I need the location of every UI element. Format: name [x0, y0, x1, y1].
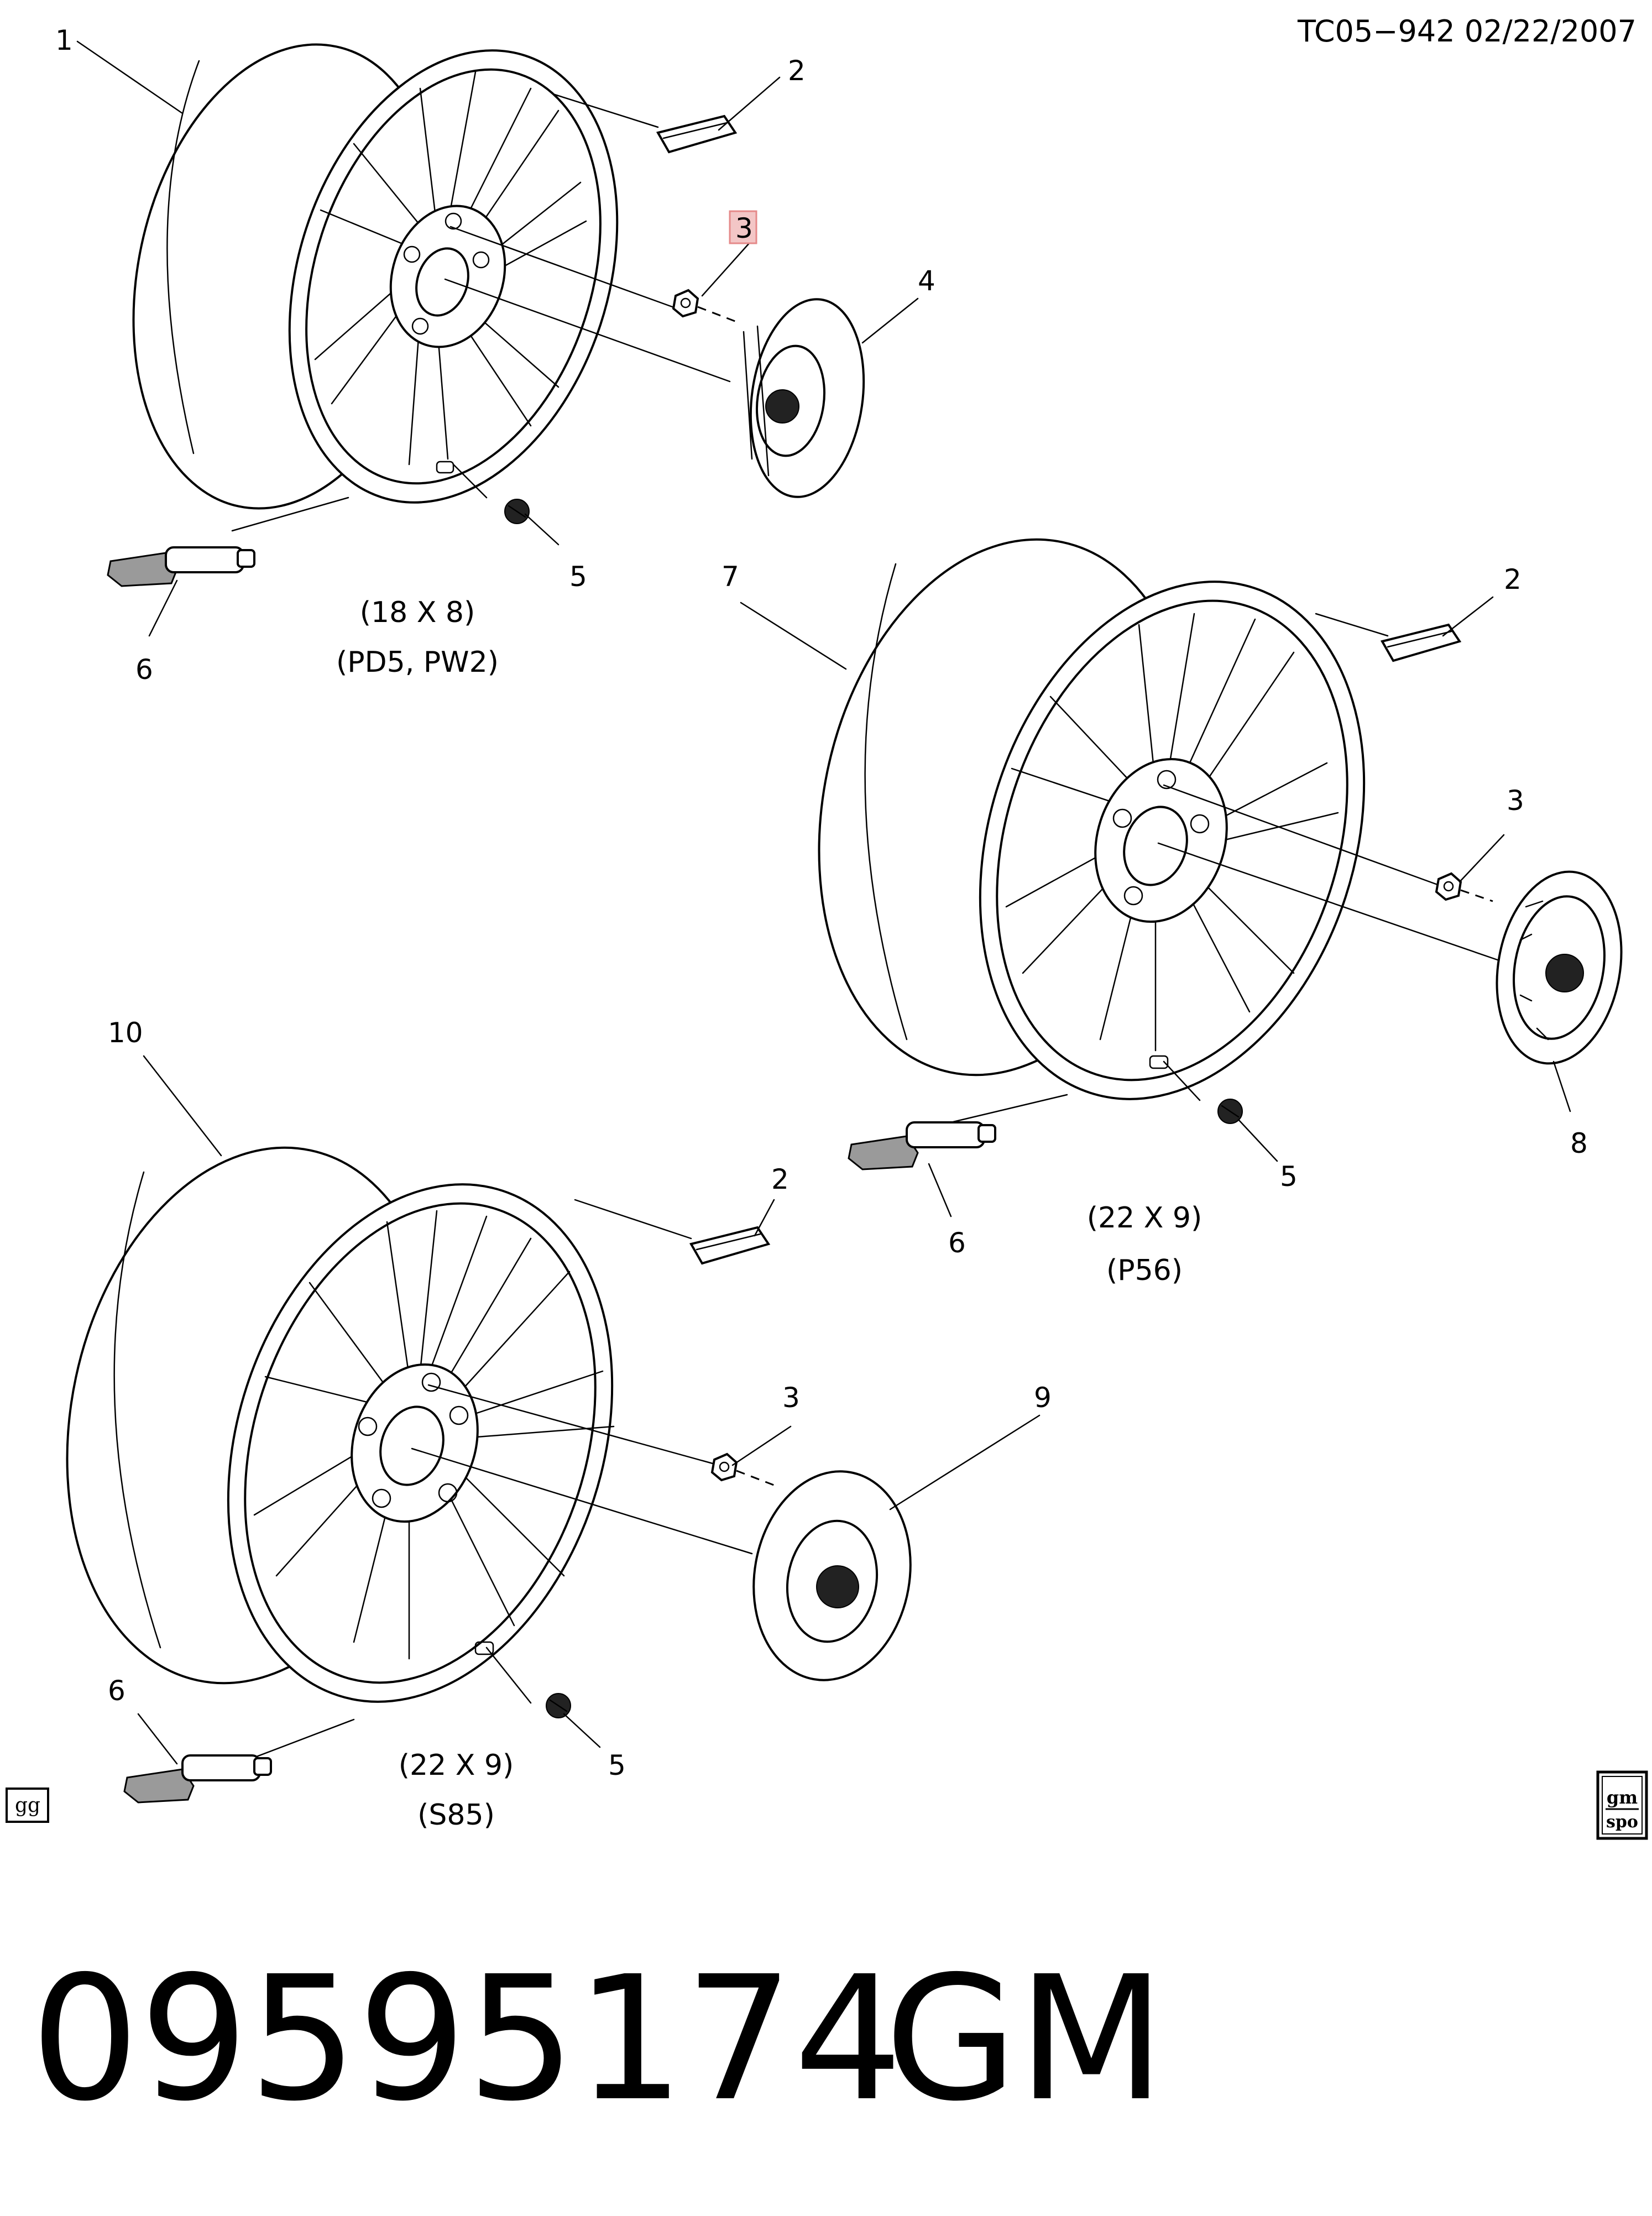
- wheel-18x8-option-codes: (PD5, PW2): [336, 646, 499, 679]
- svg-text:spo: spo: [1606, 1812, 1638, 1832]
- wheel-22x9-s85: [66, 1146, 753, 1765]
- callout-3: 3: [782, 1382, 800, 1414]
- callout-7: 7: [722, 561, 739, 593]
- center-cap-part: [1496, 870, 1623, 1065]
- lug-nut-part: [672, 289, 741, 325]
- wheel-22x9-p56-option-code: (P56): [1106, 1254, 1183, 1287]
- svg-text:gg: gg: [15, 1794, 40, 1817]
- tpms-sensor-part: [107, 546, 255, 587]
- callout-8: 8: [1570, 1127, 1588, 1159]
- wheel-22x9-p56: [818, 538, 1505, 1123]
- callout-6: 6: [108, 1675, 126, 1707]
- balance-weight-part: [1380, 623, 1462, 662]
- callout-6: 6: [135, 654, 153, 686]
- wheel-18x8: [132, 43, 731, 532]
- center-cap-part: [743, 298, 865, 498]
- center-cap-part: [752, 1470, 912, 1681]
- valve-stem-cap-part: [546, 1693, 571, 1718]
- callout-6: 6: [948, 1227, 966, 1259]
- balance-weight-part: [656, 114, 738, 154]
- brand: GM: [885, 1940, 1165, 2139]
- callout-2: 2: [1504, 563, 1522, 595]
- callout-5: 5: [569, 561, 587, 593]
- callout-4: 4: [918, 265, 935, 297]
- wheel-22x9-s85-size: (22 X 9): [399, 1749, 514, 1782]
- callout-2: 2: [788, 55, 806, 87]
- callout-1: 1: [55, 24, 73, 56]
- lug-nut-part: [1435, 872, 1493, 902]
- gm-spo-logo: gm spo: [1596, 1770, 1648, 1840]
- drawing-code: TC05−942 02/22/2007: [1297, 14, 1637, 49]
- wheel-22x9-s85-option-code: (S85): [417, 1799, 495, 1832]
- callout-5: 5: [1280, 1161, 1298, 1193]
- wheel-22x9-p56-size: (22 X 9): [1087, 1201, 1203, 1235]
- balance-weight-part: [689, 1226, 771, 1265]
- wheel-18x8-size: (18 X 8): [360, 596, 475, 629]
- callout-leaders: [76, 40, 1571, 1765]
- callout-3: 3: [1507, 785, 1524, 817]
- svg-text:gm: gm: [1607, 1787, 1638, 1808]
- tpms-sensor-part: [848, 1121, 996, 1170]
- callout-2: 2: [771, 1163, 789, 1195]
- lug-nut-part: [710, 1452, 780, 1488]
- callout-3-highlight: [729, 210, 757, 244]
- callout-3-highlighted: 3: [735, 212, 753, 244]
- valve-stem-cap-part: [1217, 1099, 1243, 1124]
- tpms-sensor-part: [123, 1754, 272, 1804]
- part-number: 09595174: [30, 1940, 903, 2139]
- gg-badge: gg: [6, 1788, 49, 1823]
- callout-10: 10: [108, 1017, 143, 1049]
- callout-5: 5: [608, 1749, 626, 1781]
- valve-stem-cap-part: [504, 499, 530, 524]
- callout-9: 9: [1034, 1382, 1052, 1414]
